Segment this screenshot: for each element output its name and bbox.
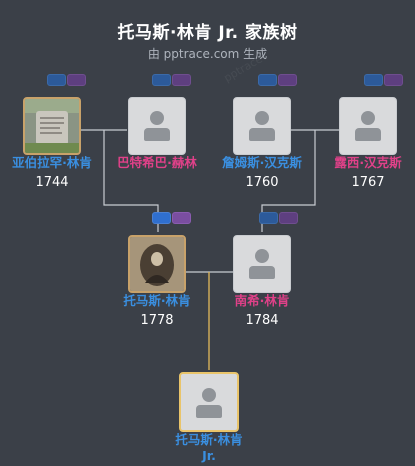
birth-year: 1778 (140, 313, 174, 328)
person-name-suffix[interactable]: Jr. (202, 448, 216, 463)
expand-parents-icon[interactable] (364, 74, 383, 86)
expand-parents-icon[interactable] (47, 74, 66, 86)
person-card-mother[interactable] (233, 235, 291, 293)
person-name[interactable]: 托马斯·林肯 (123, 293, 191, 308)
gravestone-photo (25, 99, 79, 153)
person-card-father[interactable] (128, 235, 186, 293)
person-card-focus[interactable] (179, 372, 239, 432)
portrait-photo (130, 237, 184, 291)
expand-family-icon[interactable] (172, 74, 191, 86)
person-name[interactable]: 露西·汉克斯 (334, 155, 402, 170)
person-silhouette-icon (255, 249, 269, 263)
expand-family-icon[interactable] (172, 212, 191, 224)
person-silhouette-icon (355, 128, 381, 141)
person-silhouette-icon (361, 111, 375, 125)
person-silhouette-icon (196, 405, 222, 418)
expand-family-icon[interactable] (67, 74, 86, 86)
person-name[interactable]: 南希·林肯 (234, 293, 290, 308)
page-title: 托马斯·林肯 Jr. 家族树 (117, 23, 298, 43)
birth-year: 1744 (35, 175, 69, 190)
expand-family-icon[interactable] (278, 74, 297, 86)
birth-year: 1784 (245, 313, 279, 328)
person-name[interactable]: 巴特希巴·赫林 (117, 155, 197, 170)
person-silhouette-icon (249, 266, 275, 279)
expand-parents-icon[interactable] (152, 74, 171, 86)
person-silhouette-icon (249, 128, 275, 141)
person-card-gf-maternal[interactable] (233, 97, 291, 155)
birth-year: 1767 (351, 175, 385, 190)
person-silhouette-icon (150, 111, 164, 125)
person-name[interactable]: 亚伯拉罕·林肯 (12, 155, 92, 170)
person-card-gm-paternal[interactable] (128, 97, 186, 155)
expand-parents-icon[interactable] (258, 74, 277, 86)
person-silhouette-icon (255, 111, 269, 125)
person-silhouette-icon (144, 128, 170, 141)
person-card-gf-paternal[interactable] (23, 97, 81, 155)
person-silhouette-icon (202, 388, 216, 402)
expand-parents-icon[interactable] (259, 212, 278, 224)
expand-parents-icon[interactable] (152, 212, 171, 224)
page-subtitle: 由 pptrace.com 生成 (147, 47, 268, 61)
birth-year: 1760 (245, 175, 279, 190)
person-name[interactable]: 詹姆斯·汉克斯 (222, 155, 302, 170)
expand-family-icon[interactable] (279, 212, 298, 224)
person-card-gm-maternal[interactable] (339, 97, 397, 155)
person-name[interactable]: 托马斯·林肯 (175, 432, 243, 447)
expand-family-icon[interactable] (384, 74, 403, 86)
